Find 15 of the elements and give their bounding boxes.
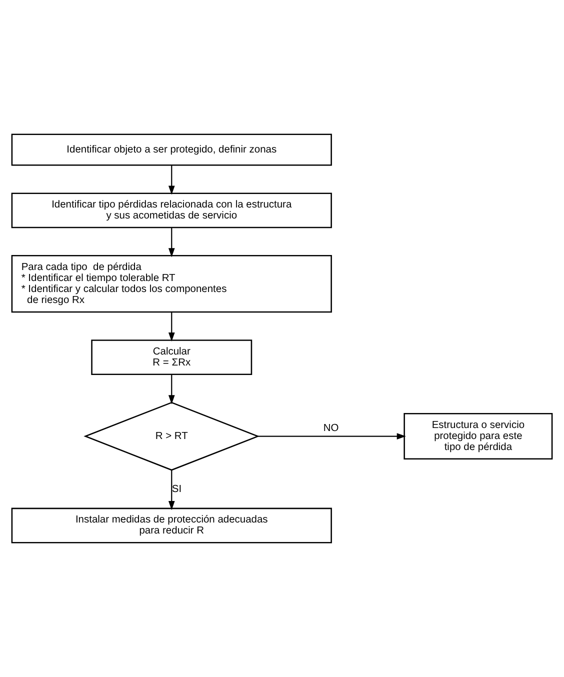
node-box: Identificar tipo pérdidas relacionada con la estructura y sus acometidas de servicio <box>11 192 332 228</box>
edge-label: SI <box>172 484 182 495</box>
edge-label: NO <box>323 422 339 434</box>
node-diamond: R > RT <box>84 402 260 471</box>
node-box: Calcular R = ΣRx <box>91 340 252 375</box>
arrow <box>258 433 406 440</box>
arrow <box>168 312 175 342</box>
node-box: Instalar medidas de protección adecuadas para reducir R <box>11 508 332 544</box>
arrow <box>168 374 175 404</box>
arrow <box>168 165 175 195</box>
node-box: Identificar objeto a ser protegido, definir zonas <box>11 134 332 166</box>
node-box: Para cada tipo de pérdida * Identificar el tiempo tolerable RT * Identificar y calcular todos los componentes de riesgo Rx <box>11 255 332 313</box>
arrow <box>168 228 175 258</box>
arrow <box>168 470 175 510</box>
node-box: Estructura o servicio protegido para este tipo de pérdida <box>404 413 553 460</box>
